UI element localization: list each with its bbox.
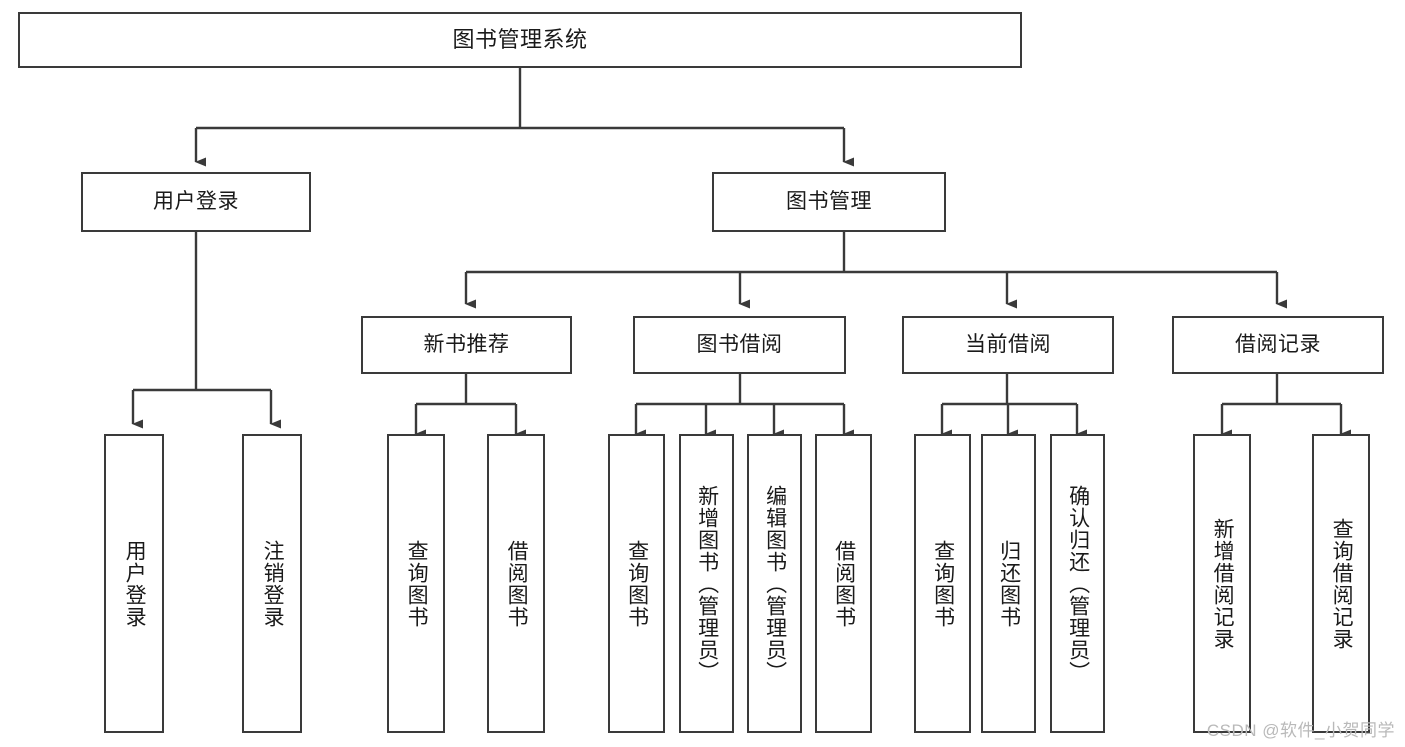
node-root[interactable]: 图书管理系统 [18,12,1022,68]
node-leaf-edit-book-label: 编辑图书（管理员） [763,484,787,683]
watermark-text: CSDN @软件_小贺同学 [1206,721,1395,740]
node-leaf-add-book-label: 新增图书（管理员） [695,484,719,683]
node-leaf-borrow-book-1[interactable]: 借阅图书 [487,434,545,733]
node-leaf-confirm-return[interactable]: 确认归还（管理员） [1050,434,1105,733]
node-leaf-query-record[interactable]: 查询借阅记录 [1312,434,1370,733]
node-current-borrow[interactable]: 当前借阅 [902,316,1114,374]
node-leaf-query-book-3-label: 查询图书 [931,539,955,628]
node-leaf-edit-book[interactable]: 编辑图书（管理员） [747,434,802,733]
node-book-borrow-label: 图书借阅 [696,333,783,357]
node-leaf-query-record-label: 查询借阅记录 [1330,517,1354,650]
node-leaf-query-book-2[interactable]: 查询图书 [608,434,665,733]
node-current-borrow-label: 当前借阅 [965,333,1051,357]
node-root-label: 图书管理系统 [452,26,588,52]
node-leaf-user-login-label: 用户登录 [123,539,147,628]
node-leaf-return-book[interactable]: 归还图书 [981,434,1036,733]
node-leaf-add-record[interactable]: 新增借阅记录 [1193,434,1251,733]
node-new-book-rec[interactable]: 新书推荐 [361,316,572,374]
node-leaf-return-book-label: 归还图书 [997,539,1021,628]
node-user-login[interactable]: 用户登录 [81,172,311,232]
node-leaf-query-book-2-label: 查询图书 [625,539,649,628]
node-leaf-logout-label: 注销登录 [261,539,285,628]
node-leaf-query-book-1[interactable]: 查询图书 [387,434,445,733]
node-new-book-rec-label: 新书推荐 [423,333,510,357]
node-leaf-borrow-book-1-label: 借阅图书 [505,539,529,628]
node-leaf-add-book[interactable]: 新增图书（管理员） [679,434,734,733]
node-leaf-query-book-3[interactable]: 查询图书 [914,434,971,733]
node-leaf-add-record-label: 新增借阅记录 [1211,517,1235,650]
node-leaf-borrow-book-2-label: 借阅图书 [832,539,856,628]
node-leaf-query-book-1-label: 查询图书 [405,539,429,628]
node-leaf-confirm-return-label: 确认归还（管理员） [1066,484,1090,683]
node-leaf-logout[interactable]: 注销登录 [242,434,302,733]
node-book-manage-label: 图书管理 [786,190,872,214]
node-borrow-record[interactable]: 借阅记录 [1172,316,1384,374]
node-leaf-borrow-book-2[interactable]: 借阅图书 [815,434,872,733]
node-leaf-user-login[interactable]: 用户登录 [104,434,164,733]
node-user-login-label: 用户登录 [153,190,239,214]
node-book-borrow[interactable]: 图书借阅 [633,316,846,374]
node-book-manage[interactable]: 图书管理 [712,172,946,232]
node-borrow-record-label: 借阅记录 [1235,333,1321,357]
